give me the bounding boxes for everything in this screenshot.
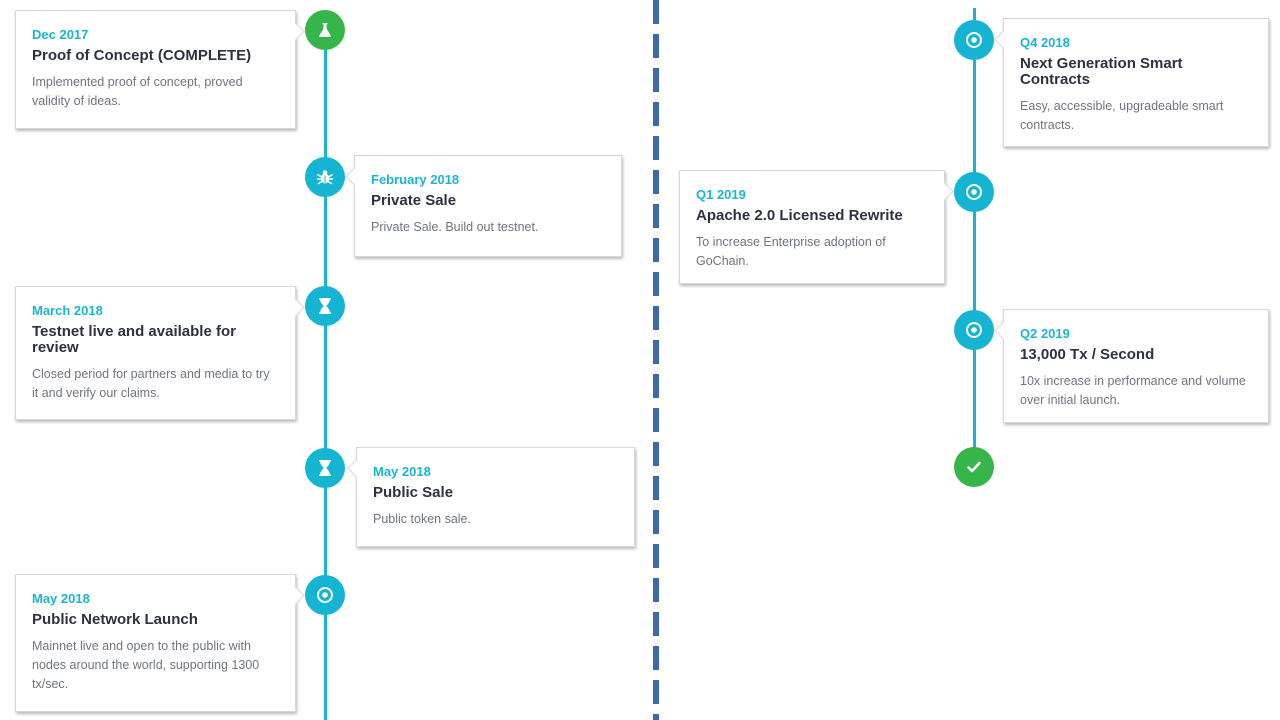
milestone-node-q2-2019 bbox=[954, 310, 994, 350]
milestone-description: Private Sale. Build out testnet. bbox=[371, 220, 539, 234]
milestone-date: February 2018 bbox=[371, 172, 460, 187]
target-icon bbox=[965, 321, 983, 339]
bug-icon bbox=[315, 167, 335, 187]
checkmark-icon bbox=[965, 458, 983, 476]
target-icon bbox=[316, 586, 334, 604]
milestone-description: To increase Enterprise adoption of GoCha… bbox=[696, 235, 886, 268]
milestone-description: Closed period for partners and media to … bbox=[32, 367, 270, 400]
milestone-date: Q2 2019 bbox=[1020, 326, 1070, 341]
target-icon bbox=[965, 183, 983, 201]
milestone-node-may-2018-sale bbox=[305, 448, 345, 488]
milestone-card-q1-2019: Q1 2019 Apache 2.0 Licensed Rewrite To i… bbox=[679, 170, 954, 284]
milestone-title: Apache 2.0 Licensed Rewrite bbox=[696, 207, 903, 224]
milestone-title: Next Generation Smart Contracts bbox=[1020, 55, 1183, 88]
milestone-title: Private Sale bbox=[371, 192, 457, 209]
milestone-description: Implemented proof of concept, proved val… bbox=[32, 75, 243, 108]
milestone-node-q4-2018 bbox=[954, 20, 994, 60]
hourglass-icon bbox=[317, 297, 333, 315]
milestone-date: Q1 2019 bbox=[696, 187, 746, 202]
milestone-description: 10x increase in performance and volume o… bbox=[1020, 374, 1246, 407]
milestone-date: March 2018 bbox=[32, 303, 103, 318]
milestone-node-mar-2018 bbox=[305, 286, 345, 326]
milestone-card-q2-2019: Q2 2019 13,000 Tx / Second 10x increase … bbox=[994, 309, 1269, 423]
hourglass-icon bbox=[317, 459, 333, 477]
milestone-card-q4-2018: Q4 2018 Next Generation Smart Contracts … bbox=[994, 18, 1269, 147]
column-divider bbox=[653, 0, 659, 720]
milestone-card-mar-2018: March 2018 Testnet live and available fo… bbox=[15, 286, 305, 420]
milestone-card-dec-2017: Dec 2017 Proof of Concept (COMPLETE) Imp… bbox=[15, 10, 305, 129]
timeline-end-node bbox=[954, 447, 994, 487]
milestone-title: Public Network Launch bbox=[32, 611, 198, 628]
milestone-description: Easy, accessible, upgradeable smart cont… bbox=[1020, 99, 1224, 132]
milestone-node-feb-2018 bbox=[305, 157, 345, 197]
milestone-title: 13,000 Tx / Second bbox=[1020, 346, 1155, 363]
right-timeline-line bbox=[973, 8, 976, 466]
milestone-title: Proof of Concept (COMPLETE) bbox=[32, 47, 252, 64]
milestone-description: Public token sale. bbox=[373, 512, 471, 526]
milestone-date: Dec 2017 bbox=[32, 27, 89, 42]
milestone-node-q1-2019 bbox=[954, 172, 994, 212]
milestone-date: May 2018 bbox=[32, 591, 90, 606]
milestone-card-may-2018-launch: May 2018 Public Network Launch Mainnet l… bbox=[15, 574, 305, 712]
milestone-date: May 2018 bbox=[373, 464, 431, 479]
milestone-node-may-2018-launch bbox=[305, 575, 345, 615]
left-timeline-line bbox=[324, 30, 327, 720]
flask-icon bbox=[316, 21, 334, 39]
target-icon bbox=[965, 31, 983, 49]
milestone-card-may-2018-sale: May 2018 Public Sale Public token sale. bbox=[347, 447, 635, 547]
milestone-title: Testnet live and available for review bbox=[32, 323, 236, 356]
milestone-date: Q4 2018 bbox=[1020, 35, 1070, 50]
milestone-node-dec-2017 bbox=[305, 10, 345, 50]
milestone-title: Public Sale bbox=[373, 484, 454, 501]
milestone-card-feb-2018: February 2018 Private Sale Private Sale.… bbox=[345, 155, 622, 257]
milestone-description: Mainnet live and open to the public with… bbox=[32, 639, 260, 691]
